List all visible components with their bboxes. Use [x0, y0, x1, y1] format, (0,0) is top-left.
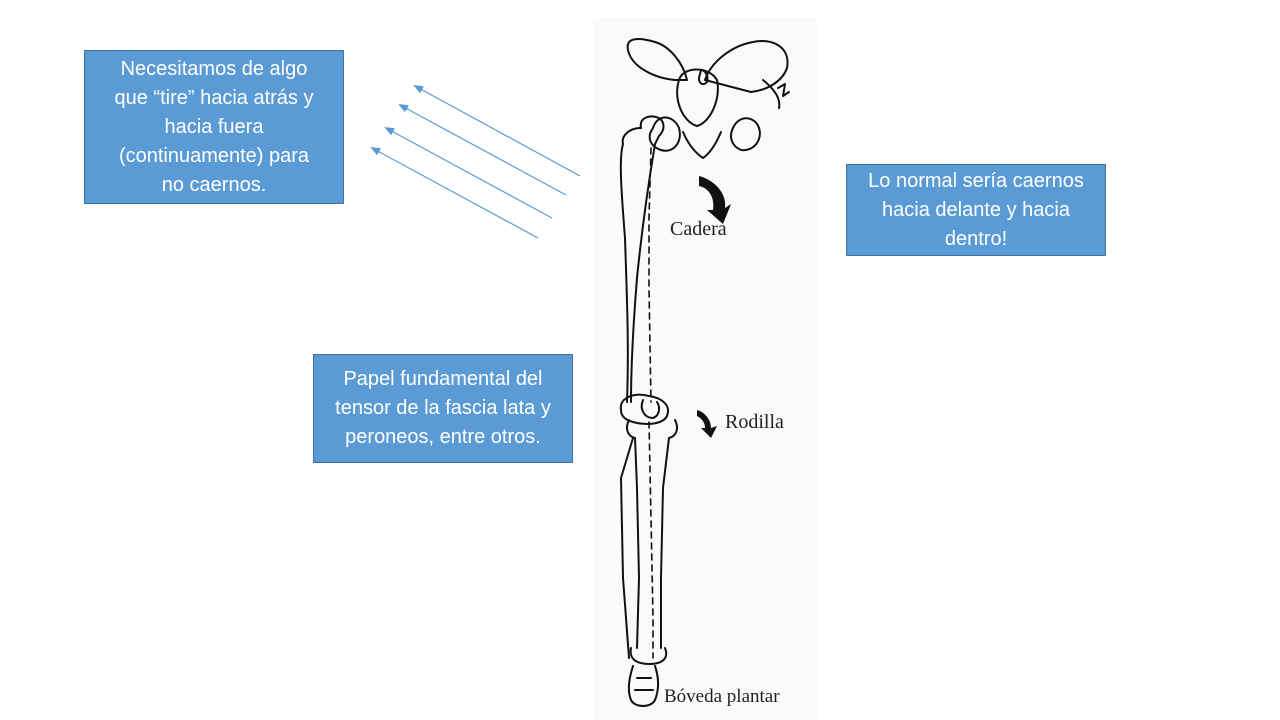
- foot-shape: [627, 665, 659, 707]
- callout-tensor-fascia-lata: Papel fundamental del tensor de la fasci…: [313, 354, 573, 463]
- callout-middle-text: Papel fundamental del tensor de la fasci…: [335, 368, 551, 448]
- callout-pull-back-outward: Necesitamos de algo que “tire” hacia atr…: [84, 50, 344, 204]
- callout-right-text: Lo normal sería caernos hacia delante y …: [868, 169, 1084, 250]
- plantar-arch-label: Bóveda plantar: [664, 686, 780, 707]
- femur-shape: [619, 115, 669, 425]
- knee-arrow-icon: [697, 410, 717, 438]
- leg-skeleton-drawing: [619, 38, 790, 707]
- pull-arrow-3: [384, 127, 553, 219]
- callout-left-text: Necesitamos de algo que “tire” hacia atr…: [114, 57, 314, 196]
- knee-label: Rodilla: [725, 411, 784, 433]
- pull-arrow-1: [413, 85, 581, 177]
- callout-fall-forward-inward: Lo normal sería caernos hacia delante y …: [846, 164, 1106, 256]
- knee-cap-shape: [640, 399, 661, 419]
- hip-arrow-icon: [699, 176, 731, 224]
- hip-label: Cadera: [670, 218, 727, 240]
- leg-skeleton-illustration: [593, 18, 817, 720]
- tibia-fibula-shape: [620, 419, 678, 665]
- pelvis-shape: [626, 38, 790, 159]
- pull-arrow-2: [398, 104, 567, 196]
- pull-arrow-4: [370, 147, 539, 239]
